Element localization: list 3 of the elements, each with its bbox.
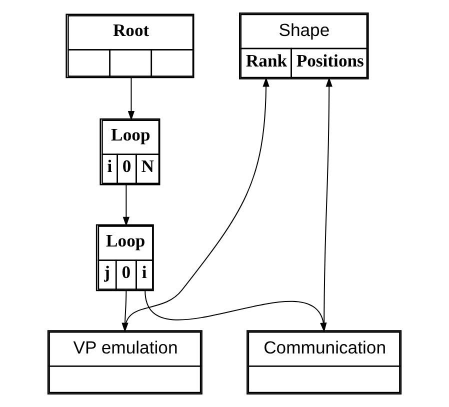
arrow bbox=[324, 77, 332, 331]
arrow bbox=[122, 184, 130, 226]
arrow bbox=[128, 77, 135, 121]
